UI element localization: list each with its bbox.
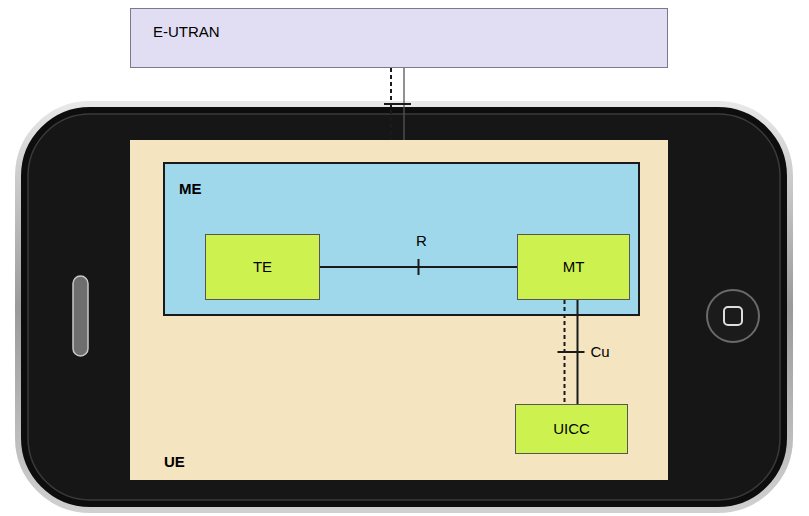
network-box: E-UTRAN (130, 8, 668, 68)
phone-bezel (28, 114, 780, 500)
home-button (707, 290, 759, 342)
interface-label-box: R (416, 232, 427, 250)
node-label: TE (253, 258, 272, 276)
interface-label: Cu (591, 343, 610, 360)
ue-screen-box: UE ME TE MT UICC (130, 140, 668, 480)
node-label: UICC (553, 420, 590, 438)
radio-link (384, 68, 411, 140)
node-label: ME (179, 180, 202, 198)
function-box: MT (517, 234, 630, 300)
reference-tick (558, 351, 585, 353)
node-label: UE (164, 453, 185, 471)
reference-tick (418, 259, 420, 275)
interface-label: R (416, 232, 427, 249)
phone-speaker (73, 276, 88, 356)
home-button-icon (724, 307, 742, 325)
node-label: E-UTRAN (153, 23, 220, 41)
card-box: UICC (515, 404, 628, 454)
reference-tick (384, 103, 411, 105)
interface-label-box: Cu (591, 343, 610, 361)
phone-body (18, 104, 790, 510)
interface-line (558, 300, 585, 404)
function-box: TE (205, 234, 320, 300)
interface-line (320, 259, 517, 275)
node-label: MT (563, 258, 585, 276)
equipment-box: ME TE MT (163, 162, 640, 316)
